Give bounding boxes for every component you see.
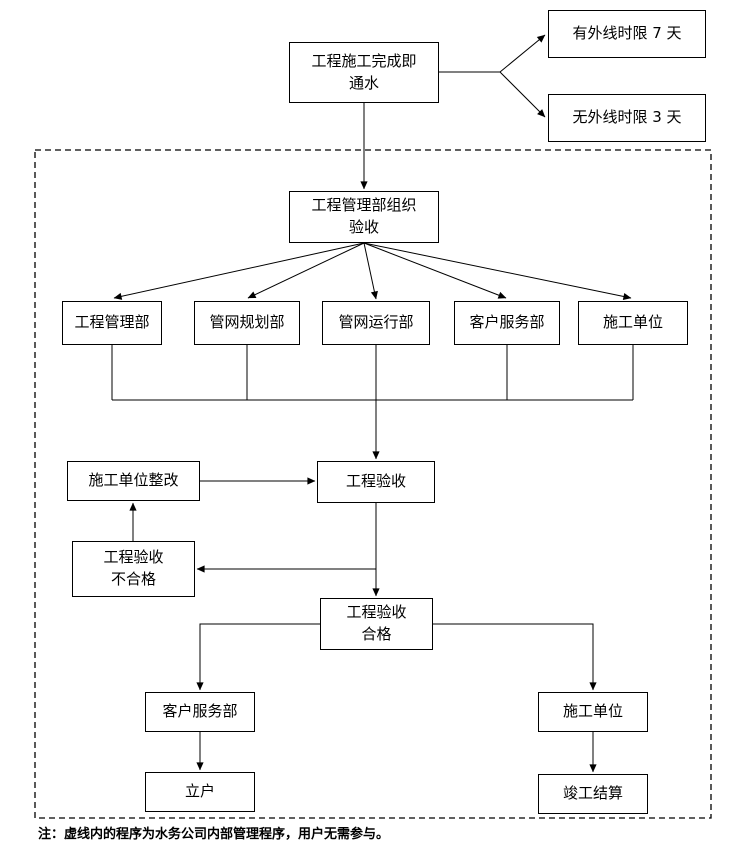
node-external-line-limit-7-days: 有外线时限 7 天 <box>548 10 706 58</box>
connector-split-ext3 <box>499 71 546 118</box>
node-project-acceptance: 工程验收 <box>317 461 435 503</box>
node-acceptance-passed: 工程验收 合格 <box>320 598 433 650</box>
connector-pass-customer-service <box>196 623 320 691</box>
connector-org-dept-customer-service <box>363 242 507 299</box>
connector-org-dept-pipeline-planning <box>247 242 365 299</box>
node-customer-service: 客户服务部 <box>145 692 255 732</box>
connector-pass-construction-unit <box>433 623 597 691</box>
node-construction-unit: 施工单位 <box>538 692 648 732</box>
connector-split-ext7 <box>499 34 546 73</box>
node-project-complete: 工程施工完成即 通水 <box>289 42 439 103</box>
node-org-acceptance: 工程管理部组织 验收 <box>289 191 439 243</box>
connector-org-dept-pipeline-operation <box>363 242 378 300</box>
connector-org-dept-engineering <box>113 242 365 300</box>
node-open-account: 立户 <box>145 772 255 812</box>
internal-process-boundary <box>34 149 712 819</box>
connector-org-dept-construction-unit <box>363 242 632 300</box>
node-dept-construction-unit: 施工单位 <box>578 301 688 345</box>
footnote: 注：虚线内的程序为水务公司内部管理程序，用户无需参与。 <box>38 827 390 842</box>
node-no-external-line-limit-3-days: 无外线时限 3 天 <box>548 94 706 142</box>
node-dept-customer-service: 客户服务部 <box>454 301 560 345</box>
node-dept-engineering-management: 工程管理部 <box>62 301 162 345</box>
node-acceptance-failed: 工程验收 不合格 <box>72 541 195 597</box>
node-completion-settlement: 竣工结算 <box>538 774 648 814</box>
node-dept-pipeline-operation: 管网运行部 <box>322 301 430 345</box>
node-dept-pipeline-planning: 管网规划部 <box>194 301 300 345</box>
node-construction-rectification: 施工单位整改 <box>67 461 200 501</box>
